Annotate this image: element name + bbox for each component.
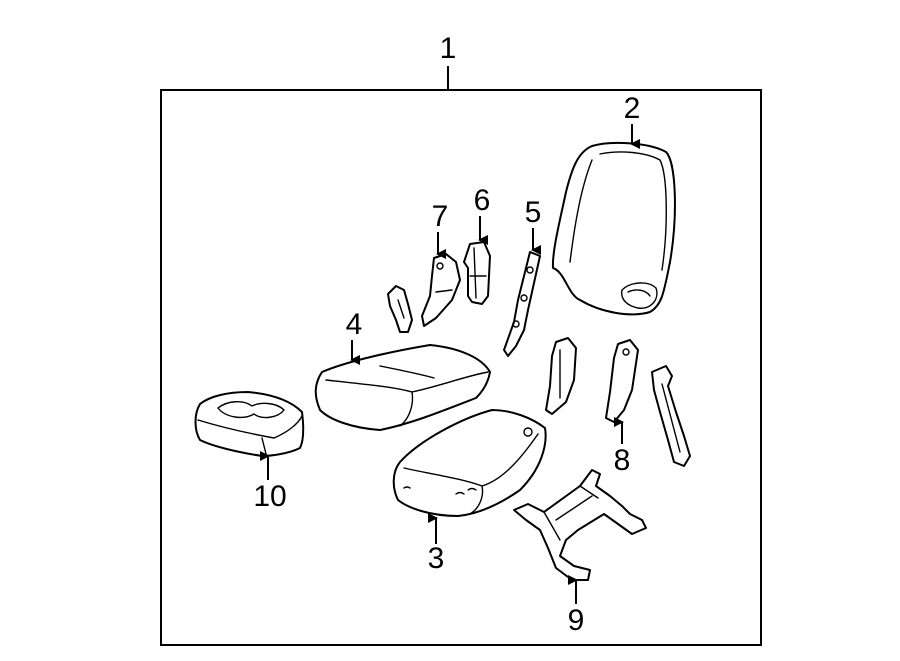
callout-10-label: 10 (253, 480, 286, 513)
callout-1-label: 1 (440, 32, 457, 65)
assembly-frame (160, 89, 762, 646)
part-seat-back (551, 141, 676, 316)
part-side-shield-left (545, 337, 577, 415)
part-cushion-cover (314, 344, 491, 431)
part-recliner-shield (421, 253, 461, 327)
callout-6-label: 6 (474, 184, 491, 217)
callout-9-label: 9 (568, 604, 585, 637)
callout-2-label: 2 (624, 92, 641, 125)
callout-4-label: 4 (346, 308, 363, 341)
part-side-bracket (503, 251, 541, 357)
callout-5-label: 5 (525, 196, 542, 229)
part-track-bar (651, 365, 691, 467)
callout-8-label: 8 (614, 444, 631, 477)
part-recliner-handle (387, 285, 413, 333)
part-seat-frame (513, 469, 647, 581)
part-cup-holder (194, 391, 305, 457)
part-seat-cushion (392, 409, 547, 517)
part-side-shield (605, 339, 639, 423)
callout-7-label: 7 (432, 200, 449, 233)
callout-3-label: 3 (428, 542, 445, 575)
part-recliner-cover (463, 241, 491, 305)
